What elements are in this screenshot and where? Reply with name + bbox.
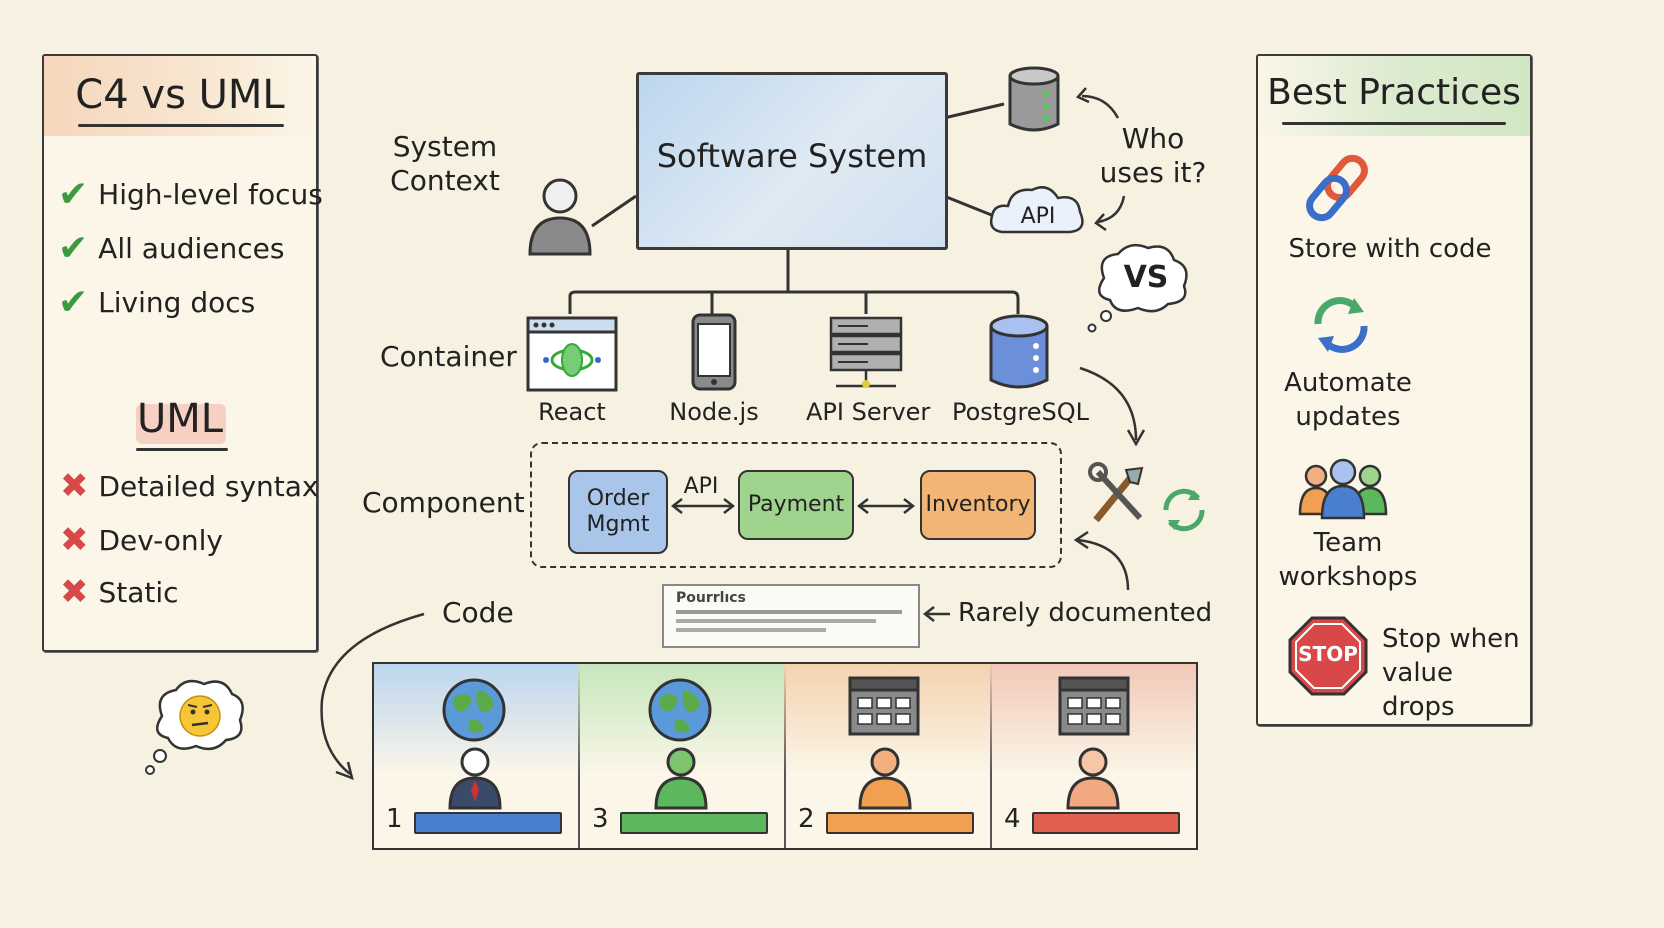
c4-item: ✔ Living docs [58,282,256,323]
container-label: PostgreSQL [952,398,1090,426]
c4-item: ✔ All audiences [58,228,285,269]
component-boundary [530,442,1062,568]
software-system-label: Software System [656,137,928,175]
best-practices-panel: Best Practices Store with code Automate … [1256,54,1532,726]
code-strip: 1 3 2 4 [372,662,1198,850]
cross-icon: ✖ [60,572,89,612]
person-icon [1066,747,1120,810]
level-label-code: Code [442,596,514,629]
api-label: API [683,474,719,499]
practice-item: Stop when value drops [1382,624,1520,722]
api-cloud-icon [989,186,1084,234]
api-cloud-label: API [1020,204,1056,229]
c4-item: ✔ High-level focus [58,174,323,215]
practice-item: Automate updates [1284,368,1412,432]
code-number: 1 [386,804,403,834]
uml-item: ✖ Static [60,572,179,612]
database-icon [1008,66,1060,132]
component-order-mgmt: Order Mgmt [568,470,668,554]
uml-title: UML [136,396,224,442]
globe-icon [648,678,712,742]
code-window-icon [1058,676,1130,736]
link-chain-icon [1306,154,1368,222]
code-number: 3 [592,804,609,834]
practice-item: Store with code [1288,234,1492,264]
c4-vs-uml-panel: C4 vs UML ✔ High-level focus ✔ All audie… [42,54,323,652]
person-icon [858,747,912,810]
team-icon [1298,458,1388,520]
code-number: 4 [1004,804,1021,834]
panel-title: C4 vs UML [75,72,285,118]
code-bar [414,812,562,834]
component-inventory: Inventory [920,470,1036,540]
phone-icon [691,313,737,391]
code-bar [1032,812,1180,834]
rarely-documented-label: Rarely documented [958,598,1213,628]
person-icon [448,747,502,810]
container-label: React [538,398,606,426]
component-payment: Payment [738,470,854,540]
software-system-box: Software System [636,72,948,250]
uml-item: ✖ Dev-only [60,520,223,560]
container-label: Node.js [669,398,759,426]
refresh-icon [1163,488,1205,532]
code-bar [826,812,974,834]
check-icon: ✔ [58,282,89,323]
browser-window-icon [526,316,618,392]
level-label-component: Component [362,486,525,519]
person-icon [654,747,708,810]
code-doc-snippet: Pourrlıcs [662,584,920,648]
stop-sign-icon [1288,616,1368,696]
code-bar [620,812,768,834]
server-icon [829,316,903,388]
stop-sign-label: STOP [1298,642,1358,666]
code-number: 2 [798,804,815,834]
refresh-icon [1314,297,1368,353]
panel-title: Best Practices [1267,72,1521,113]
person-icon [528,178,592,256]
who-uses-label: Who uses it? [1099,122,1207,189]
doc-header: Pourrlıcs [676,590,746,606]
database-icon [989,314,1049,389]
uml-item: ✖ Detailed syntax [60,466,319,506]
practice-item: Team workshops [1278,528,1418,592]
check-icon: ✔ [58,228,89,269]
vs-thought-bubble [1087,243,1188,333]
cross-icon: ✖ [60,466,89,506]
globe-icon [442,678,506,742]
code-window-icon [848,676,920,736]
confused-thought-icon [145,679,244,775]
check-icon: ✔ [58,174,89,215]
cross-icon: ✖ [60,520,89,560]
tools-icon [1088,462,1144,523]
container-label: API Server [806,398,931,426]
level-label-context: System Context [390,130,500,197]
level-label-container: Container [380,340,517,373]
vs-label: VS [1123,260,1169,295]
